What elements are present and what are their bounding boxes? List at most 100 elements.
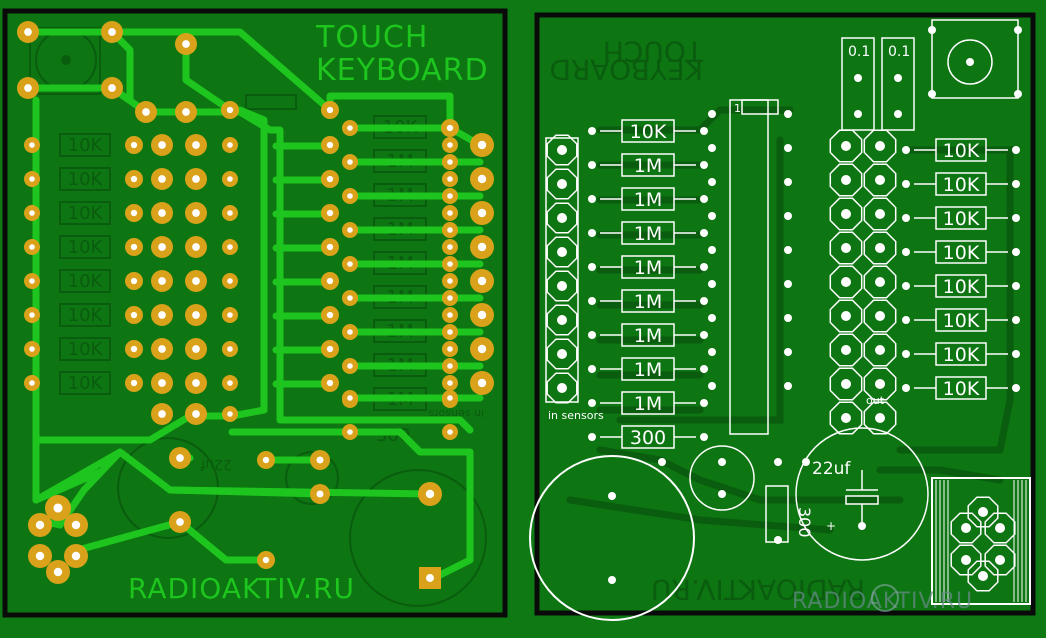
pad <box>185 168 207 190</box>
cap-0.1-a-label: 0.1 <box>848 44 870 60</box>
resistor: 1M <box>588 357 708 381</box>
resistor-label: 1M <box>634 223 662 245</box>
pad <box>342 222 358 238</box>
pad <box>470 167 494 191</box>
right-ghost-title-line2: KEYBOARD <box>549 53 703 86</box>
pad <box>442 154 458 170</box>
pad <box>185 372 207 394</box>
pad <box>28 513 52 537</box>
pad <box>125 136 143 154</box>
pad <box>135 101 157 123</box>
resistor-label: 10K <box>630 121 667 143</box>
resistor: 1M <box>588 255 708 279</box>
pad <box>222 239 238 255</box>
pad <box>342 154 358 170</box>
resistor-label: 1M <box>634 189 662 211</box>
pad <box>321 170 339 188</box>
left-footer-url: RADIOAKTIV.RU <box>128 572 355 605</box>
pad <box>470 269 494 293</box>
pad <box>17 77 39 99</box>
pad <box>125 306 143 324</box>
right-ghost-footer-url: RADIOAKTIV.RU <box>651 573 865 606</box>
resistor-label: 1M <box>634 325 662 347</box>
pad <box>222 205 238 221</box>
resistor: 1M <box>588 187 708 211</box>
resistor: 1M <box>588 289 708 313</box>
pad <box>151 372 173 394</box>
pad <box>442 171 458 187</box>
pad <box>125 238 143 256</box>
pad <box>151 338 173 360</box>
square-pad <box>419 567 441 589</box>
left-board-outline <box>2 8 508 618</box>
pad <box>442 341 458 357</box>
pad <box>125 204 143 222</box>
resistor-label: 10K <box>943 140 980 162</box>
pad <box>185 134 207 156</box>
out-label: out <box>866 394 885 407</box>
pad <box>185 403 207 425</box>
pad <box>321 136 339 154</box>
right-ghost-traces <box>566 106 1014 534</box>
pad <box>470 201 494 225</box>
pad <box>442 424 458 440</box>
pad <box>151 304 173 326</box>
pad <box>418 482 442 506</box>
pad <box>321 101 339 119</box>
left-title-line1: TOUCH <box>315 20 428 55</box>
pad <box>46 560 70 584</box>
pad <box>151 134 173 156</box>
pad <box>321 374 339 392</box>
pad <box>185 304 207 326</box>
right-ic-pins <box>708 110 792 390</box>
pad <box>442 307 458 323</box>
pad <box>24 239 40 255</box>
pad <box>221 101 239 119</box>
pad <box>321 238 339 256</box>
pad <box>125 272 143 290</box>
left-ghost-cap-label: 22uf <box>199 456 232 472</box>
pad <box>185 338 207 360</box>
pad <box>442 222 458 238</box>
left-copper-pads <box>17 21 494 589</box>
ghost-resistor-label: 10K <box>68 135 104 156</box>
pad <box>101 77 123 99</box>
resistor: 10K <box>902 172 1020 196</box>
resistor-label: 10K <box>943 174 980 196</box>
ghost-resistor-label: 10K <box>68 339 104 360</box>
resistor-label: 1M <box>634 257 662 279</box>
pad <box>470 235 494 259</box>
pad <box>442 390 458 406</box>
pad <box>175 101 197 123</box>
ghost-resistor-label: 10K <box>68 373 104 394</box>
pad <box>310 484 330 504</box>
connector-hatch <box>935 480 1027 602</box>
led-outline <box>689 445 755 511</box>
cap-22uf-label: 22uf <box>812 459 851 479</box>
pad <box>24 273 40 289</box>
pad <box>17 21 39 43</box>
right-output-header-pins <box>829 129 897 435</box>
pad <box>185 270 207 292</box>
pad <box>45 495 71 521</box>
resistor: 1M <box>588 221 708 245</box>
pad <box>257 451 275 469</box>
buzzer-outline <box>931 19 1019 99</box>
pad <box>321 272 339 290</box>
power-connector-outline <box>931 477 1031 605</box>
right-board: TOUCH KEYBOARD RADIOAKTIV.RU <box>529 12 1036 621</box>
right-silkscreen <box>529 19 1031 621</box>
ic-pin1-label: 1 <box>734 102 741 115</box>
pad <box>442 137 458 153</box>
pad <box>24 307 40 323</box>
pad <box>24 137 40 153</box>
pad <box>470 133 494 157</box>
ghost-resistor-label: 10K <box>68 203 104 224</box>
pad <box>442 188 458 204</box>
pad <box>151 202 173 224</box>
pad <box>321 306 339 324</box>
pad <box>470 371 494 395</box>
